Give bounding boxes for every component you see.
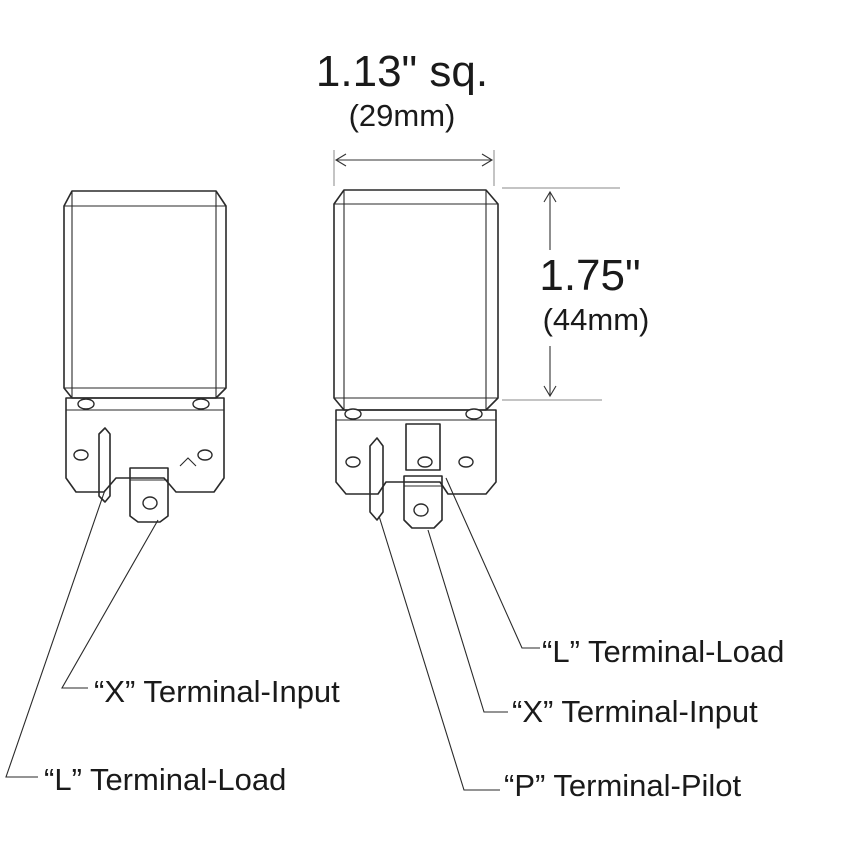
height-dimension-metric: (44mm) [543,302,650,337]
left-l-terminal-blade [98,427,111,503]
width-dimension-metric: (29mm) [349,98,456,133]
right-flasher-unit: “L” Terminal-Load “X” Terminal-Input “P”… [333,189,784,803]
right-x-terminal-tab [403,475,443,529]
height-dimension-value: 1.75" [539,251,640,300]
height-dimension: 1.75" (44mm) [502,187,650,401]
right-l-terminal-tab [405,423,441,471]
left-x-leader [61,519,159,689]
right-x-terminal-label: “X” Terminal-Input [512,694,758,729]
left-x-terminal-tab [129,467,169,523]
left-x-terminal-label: “X” Terminal-Input [94,674,340,709]
right-l-terminal-label: “L” Terminal-Load [542,634,784,669]
width-dimension: 1.13" sq. (29mm) [316,47,495,186]
right-l-leader [445,477,540,649]
right-p-terminal-label: “P” Terminal-Pilot [504,768,742,803]
left-l-terminal-label: “L” Terminal-Load [44,762,286,797]
right-p-terminal-blade [369,437,384,521]
left-l-leader [5,489,106,778]
width-dimension-value: 1.13" sq. [316,47,488,96]
right-x-leader [427,529,508,713]
left-flasher-unit: “X” Terminal-Input “L” Terminal-Load [5,190,340,797]
right-p-leader [378,515,500,791]
